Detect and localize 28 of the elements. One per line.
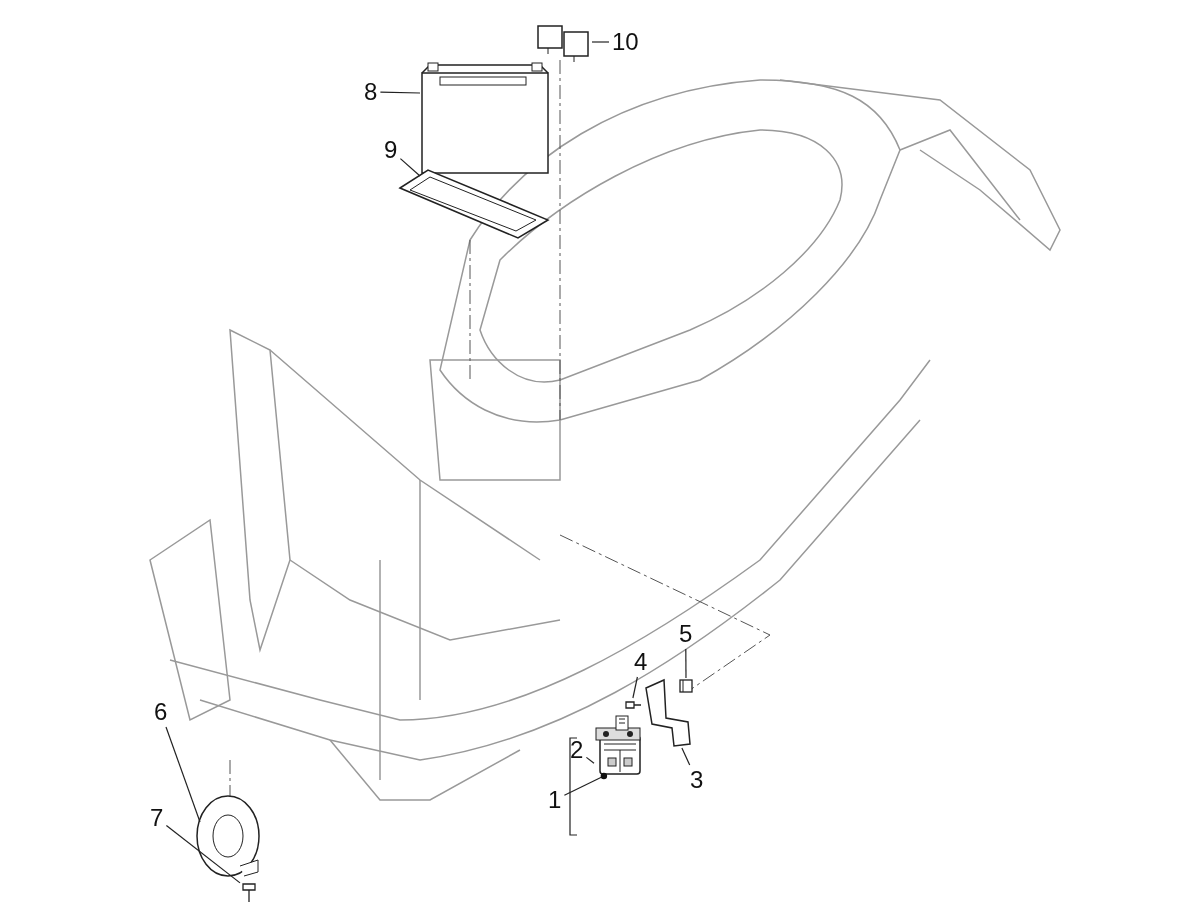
callout-number: 3 (690, 768, 704, 792)
leader-line (632, 676, 638, 699)
clip-nut-drawing (678, 678, 696, 694)
leader-line (165, 824, 241, 884)
callout-number: 10 (612, 30, 639, 54)
callout-number: 2 (570, 738, 584, 762)
leader-line (685, 648, 687, 679)
mounting-bracket-drawing (644, 678, 692, 748)
leader-line (165, 726, 201, 823)
leader-line (563, 772, 608, 796)
screw-drawing (624, 698, 642, 712)
starter-relay-drawing (594, 714, 642, 776)
leader-line (379, 91, 421, 94)
callout-number: 9 (384, 138, 398, 162)
leader-line (681, 747, 691, 766)
callout-number: 1 (548, 788, 562, 812)
relays-drawing (536, 22, 592, 62)
callout-number: 5 (679, 622, 693, 646)
callout-number: 4 (634, 650, 648, 674)
battery-tray-drawing (398, 168, 550, 240)
battery-drawing (420, 63, 550, 176)
callout-number: 7 (150, 806, 164, 830)
leader-line (585, 756, 595, 764)
horn-drawing (196, 794, 260, 878)
leader-line (591, 41, 610, 43)
leader-line (399, 158, 421, 177)
callout-number: 8 (364, 80, 378, 104)
callout-number: 6 (154, 700, 168, 724)
